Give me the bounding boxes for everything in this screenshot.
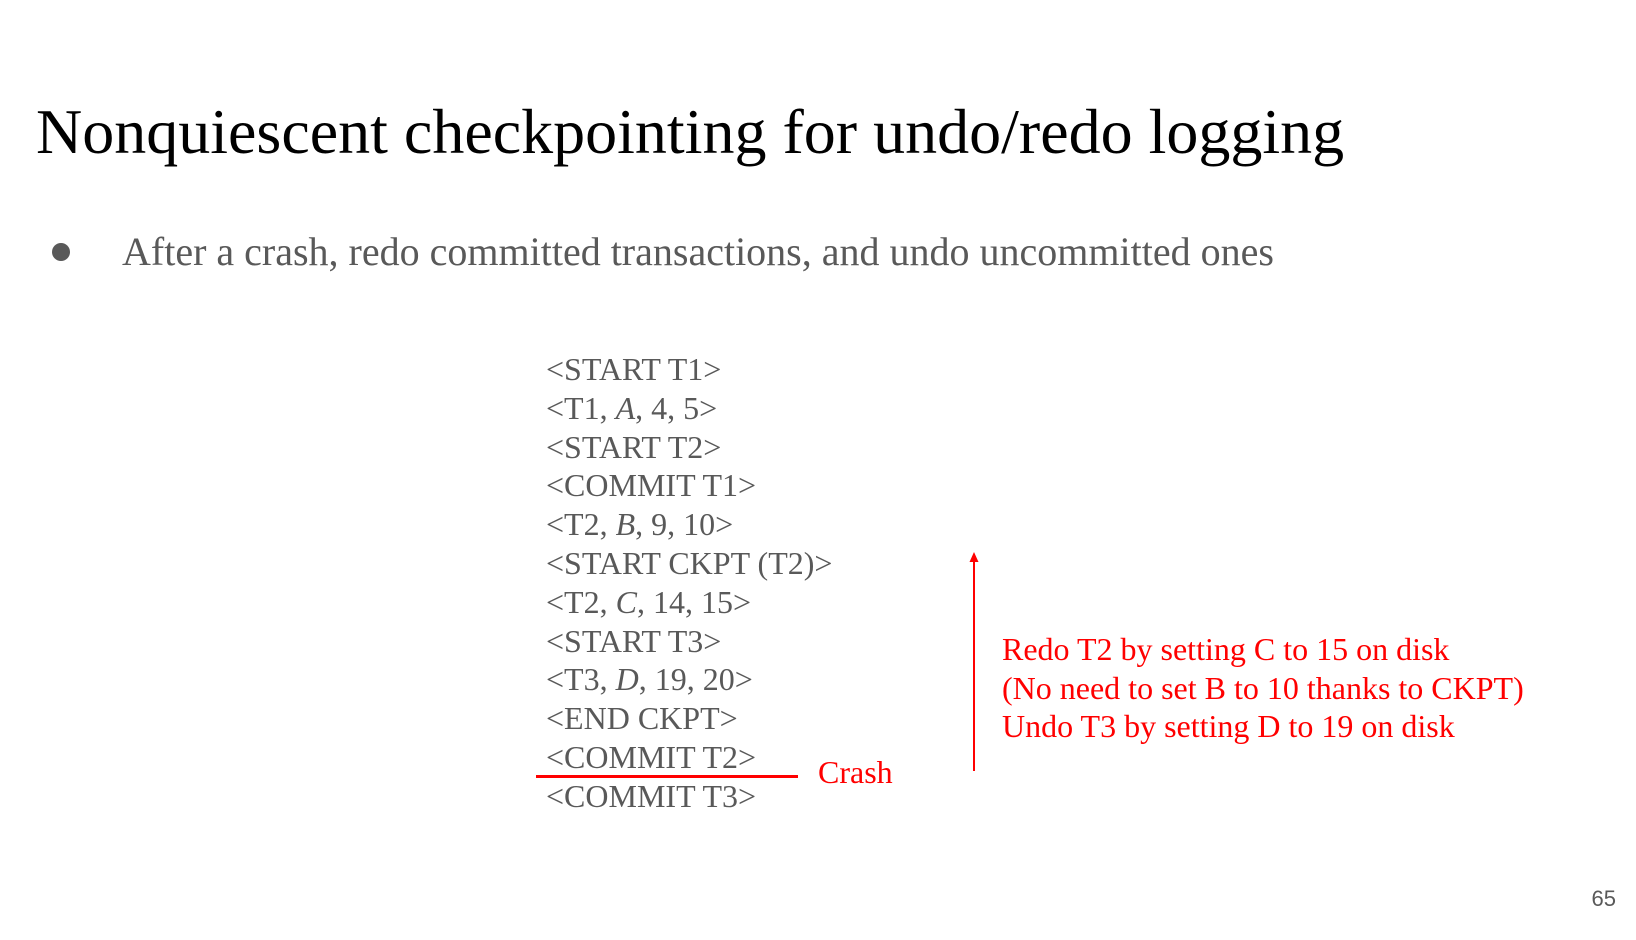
log-entry: <T2, C, 14, 15> xyxy=(546,583,751,620)
log-entry: <START T1> xyxy=(546,351,722,387)
bullet-item: After a crash, redo committed transactio… xyxy=(52,232,1274,272)
log-entry: <COMMIT T3> xyxy=(546,777,757,814)
log-entry: <END CKPT> xyxy=(546,700,738,737)
log-entry: <START CKPT (T2)> xyxy=(546,544,833,581)
bullet-dot-icon xyxy=(52,243,70,261)
log-variable: A xyxy=(615,389,636,426)
bullet-text: After a crash, redo committed transactio… xyxy=(122,229,1274,274)
log-entry: <START T2> xyxy=(546,428,722,465)
crash-marker-line xyxy=(536,775,798,778)
recovery-notes: Redo T2 by setting C to 15 on disk (No n… xyxy=(1002,630,1524,746)
note-line: (No need to set B to 10 thanks to CKPT) xyxy=(1002,669,1524,706)
note-line: Redo T2 by setting C to 15 on disk xyxy=(1002,631,1450,667)
log-variable: C xyxy=(615,583,637,620)
page-number: 65 xyxy=(1591,886,1616,911)
crash-label: Crash xyxy=(818,754,893,790)
log-entry: <START T3> xyxy=(546,622,722,659)
note-line: Undo T3 by setting D to 19 on disk xyxy=(1002,708,1455,744)
up-arrow-icon xyxy=(969,552,979,771)
slide-title: Nonquiescent checkpointing for undo/redo… xyxy=(36,96,1345,167)
log-entry: <T2, B, 9, 10> xyxy=(546,506,734,543)
log-listing: <START T1> <T1, A, 4, 5> <START T2> <COM… xyxy=(546,350,832,816)
log-entry: <COMMIT T2> xyxy=(546,738,757,775)
log-entry: <COMMIT T1> xyxy=(546,467,757,504)
log-variable: D xyxy=(615,661,639,698)
log-entry: <T3, D, 19, 20> xyxy=(546,661,753,698)
log-variable: B xyxy=(615,506,636,543)
log-entry: <T1, A, 4, 5> xyxy=(546,389,718,426)
